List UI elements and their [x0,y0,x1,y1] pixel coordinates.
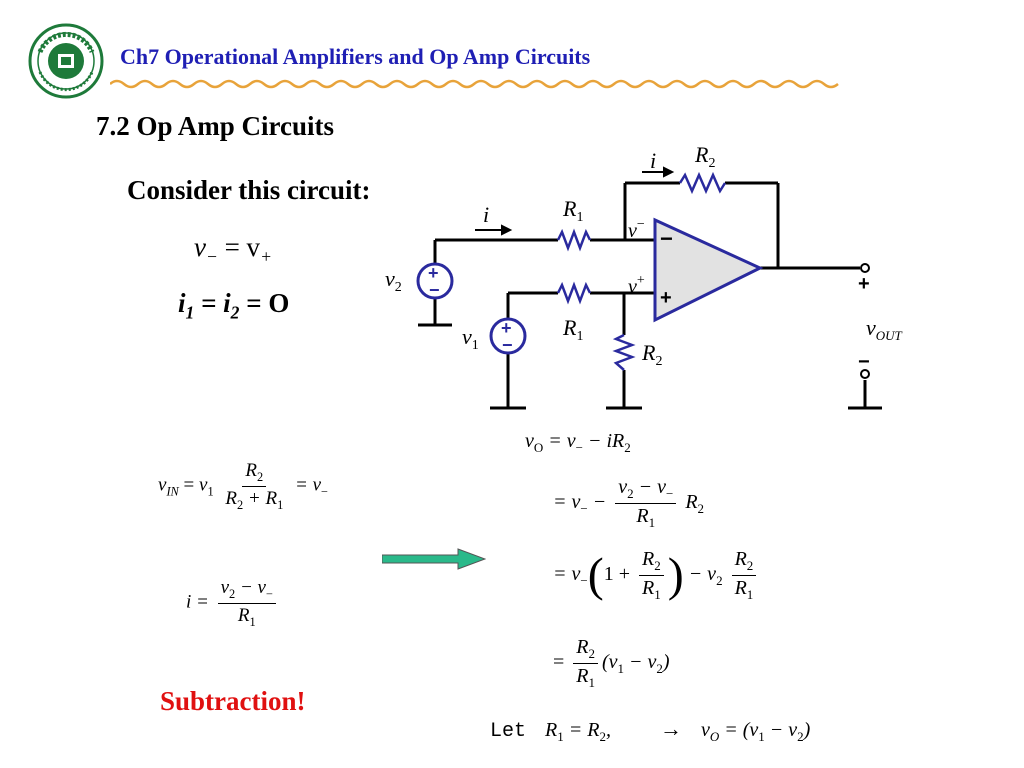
eq-currents-zero: i1 = i2 = O [178,288,290,323]
label-i-left: i [483,202,489,227]
resistor-r1-top [556,228,592,252]
source-v1 [489,317,527,355]
arrow-icon: → [659,716,682,741]
section-title: 7.2 Op Amp Circuits [96,111,335,141]
source-v2-minus: − [429,280,440,300]
resistor-r1-bottom [556,281,592,305]
label-v-minus: v− [628,217,645,242]
label-r2-bottom: R2 [641,340,662,369]
output-terminal-plus [860,263,870,273]
op-amp-triangle [653,217,764,323]
eq-vo-line2: = v− − v2 − v− R1 R2 [553,476,705,531]
output-plus-label: + [858,273,870,295]
eq-vo-line1: vO = v− − iR2 [525,430,631,455]
resistor-r2-bottom [612,333,636,371]
label-v-plus: v+ [628,273,645,298]
source-v1-minus: − [502,335,513,355]
label-r1-bottom: R1 [562,315,583,344]
eq-vo-line4: = R2 R1 (v1 − v2) [553,636,670,691]
subtraction-label: Subtraction! [160,686,306,716]
source-v2-plus: + [428,263,439,283]
eq-vo-line3: = v−(1 + R2 R1 ) − v2 R2 R1 [553,548,760,603]
eq-v-minus-equals-v-plus: v− = v+ [194,232,272,267]
header-divider [110,79,839,89]
fraction-line3b: R2 R1 [731,548,757,603]
let-line: Let R1 = R2, → vO = (v1 − v2) [490,716,811,744]
source-v2 [416,262,454,300]
label-v1: v1 [462,324,479,353]
eq-v-in: vIN = v1 R2 R2 + R1 = v− [158,460,328,512]
output-terminal-minus [860,369,870,379]
fraction-line2: v2 − v− R1 [615,476,677,531]
op-amp-plus-sign: + [660,287,672,309]
label-v2: v2 [385,266,402,295]
label-r1-top: R1 [562,196,583,225]
consider-text: Consider this circuit: [127,175,371,205]
op-amp-minus-sign: − [660,226,673,251]
fraction-r2-over-sum: R2 R2 + R1 [225,460,284,512]
label-r2-top: R2 [694,142,715,171]
resistor-r2-top [678,171,727,195]
eq-i: i = v2 − v− R1 [186,577,280,630]
header-title: Ch7 Operational Amplifiers and Op Amp Ci… [120,44,591,69]
source-v1-plus: + [501,318,512,338]
op-amp-circuit: − + + − + − i R2 i R1 v− v+ v2 v1 R1 R2 … [385,142,903,410]
output-minus-label: − [858,351,870,373]
fraction-line4: R2 R1 [573,636,598,691]
fraction-i: v2 − v− R1 [217,577,276,630]
label-i-top: i [650,148,656,173]
university-logo [28,23,104,99]
label-vout: vOUT [866,315,903,343]
right-arrow-icon [382,548,486,570]
fraction-line3a: R2 R1 [638,548,664,603]
